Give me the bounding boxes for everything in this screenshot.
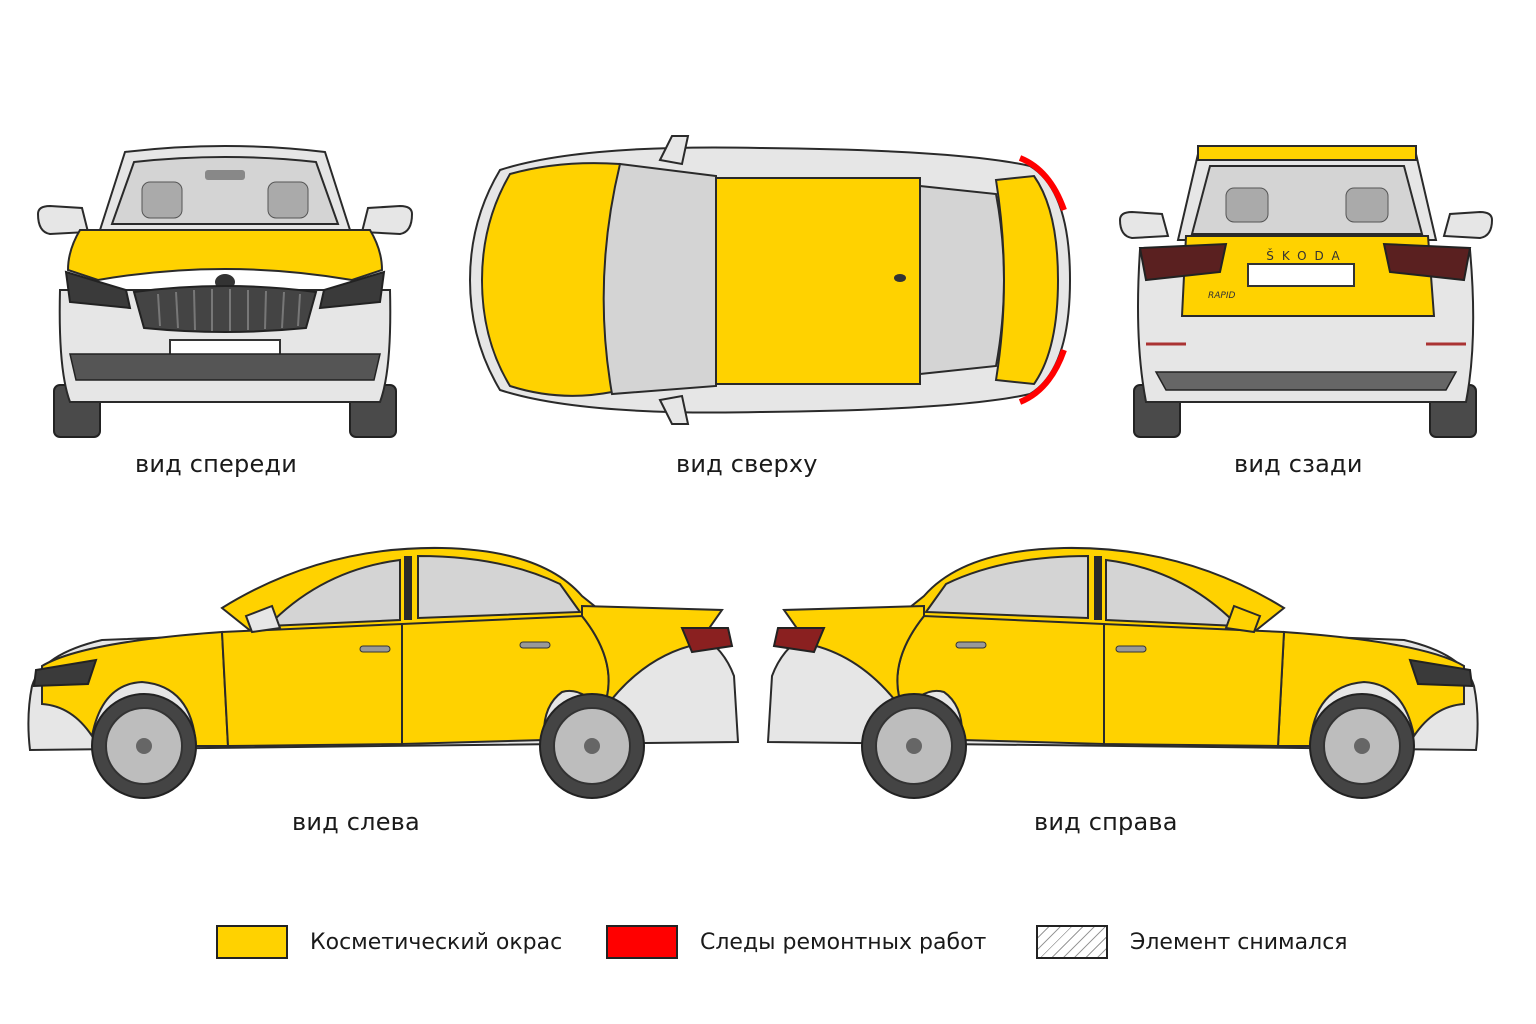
top-left-mirror [658, 135, 690, 166]
front-right-mirror [360, 204, 414, 236]
legend-label-removed: Элемент снимался [1130, 929, 1348, 955]
front-right-headlight [318, 270, 386, 310]
right-taillight [772, 627, 826, 654]
rear-view: ŠKODA RAPID [1116, 140, 1496, 440]
left-headlight [32, 658, 98, 688]
right-front-window [1105, 558, 1241, 628]
rear-plate [1247, 263, 1355, 287]
legend-label-repair: Следы ремонтных работ [700, 929, 987, 955]
right-view [764, 536, 1484, 806]
legend-item-cosmetic: Косметический окрас [216, 925, 562, 959]
top-roof-cosmetic [715, 177, 921, 385]
caption-rear-view: вид сзади [1234, 450, 1363, 478]
top-windshield [602, 162, 717, 396]
left-rear-wheel [539, 693, 645, 799]
right-rear-wheel [861, 693, 967, 799]
left-front-wheel [91, 693, 197, 799]
left-front-window [265, 558, 401, 628]
top-view [460, 130, 1080, 430]
rear-left-taillight [1138, 242, 1228, 282]
front-grille [132, 285, 318, 333]
rear-model-badge: RAPID [1208, 291, 1235, 301]
rear-roof-strip-cosmetic [1197, 145, 1417, 161]
front-hood-cosmetic [66, 229, 384, 282]
right-front-wheel [1309, 693, 1415, 799]
rear-left-mirror [1118, 210, 1170, 240]
rear-brand-badge: ŠKODA [1266, 248, 1348, 263]
left-mirror [244, 604, 282, 634]
right-headlight [1408, 658, 1474, 688]
legend-swatch-removed [1036, 925, 1108, 959]
top-repair-mark-right [1018, 348, 1067, 405]
front-left-headlight [64, 270, 132, 310]
legend-label-cosmetic: Косметический окрас [310, 929, 563, 955]
rear-right-taillight [1382, 242, 1472, 282]
front-view [30, 140, 420, 440]
front-left-mirror [36, 204, 90, 236]
rear-right-mirror [1442, 210, 1494, 240]
caption-top-view: вид сверху [676, 450, 818, 478]
top-hood-cosmetic [480, 162, 622, 397]
left-rear-window [417, 554, 582, 620]
top-right-mirror [658, 394, 690, 425]
left-front-door-cosmetic [220, 622, 403, 748]
caption-left-view: вид слева [292, 808, 420, 836]
caption-right-view: вид справа [1034, 808, 1178, 836]
left-taillight [680, 627, 734, 654]
legend-swatch-repair [606, 925, 678, 959]
legend-item-removed: Элемент снимался [1036, 925, 1348, 959]
right-front-door-cosmetic [1103, 622, 1286, 748]
left-view [22, 536, 742, 806]
caption-front-view: вид спереди [135, 450, 298, 478]
legend-item-repair: Следы ремонтных работ [606, 925, 986, 959]
top-trunk-cosmetic [994, 174, 1060, 386]
legend-swatch-cosmetic [216, 925, 288, 959]
right-rear-window [924, 554, 1089, 620]
right-mirror [1224, 604, 1262, 634]
top-rear-window [919, 184, 1005, 376]
top-repair-mark-left [1018, 155, 1067, 212]
